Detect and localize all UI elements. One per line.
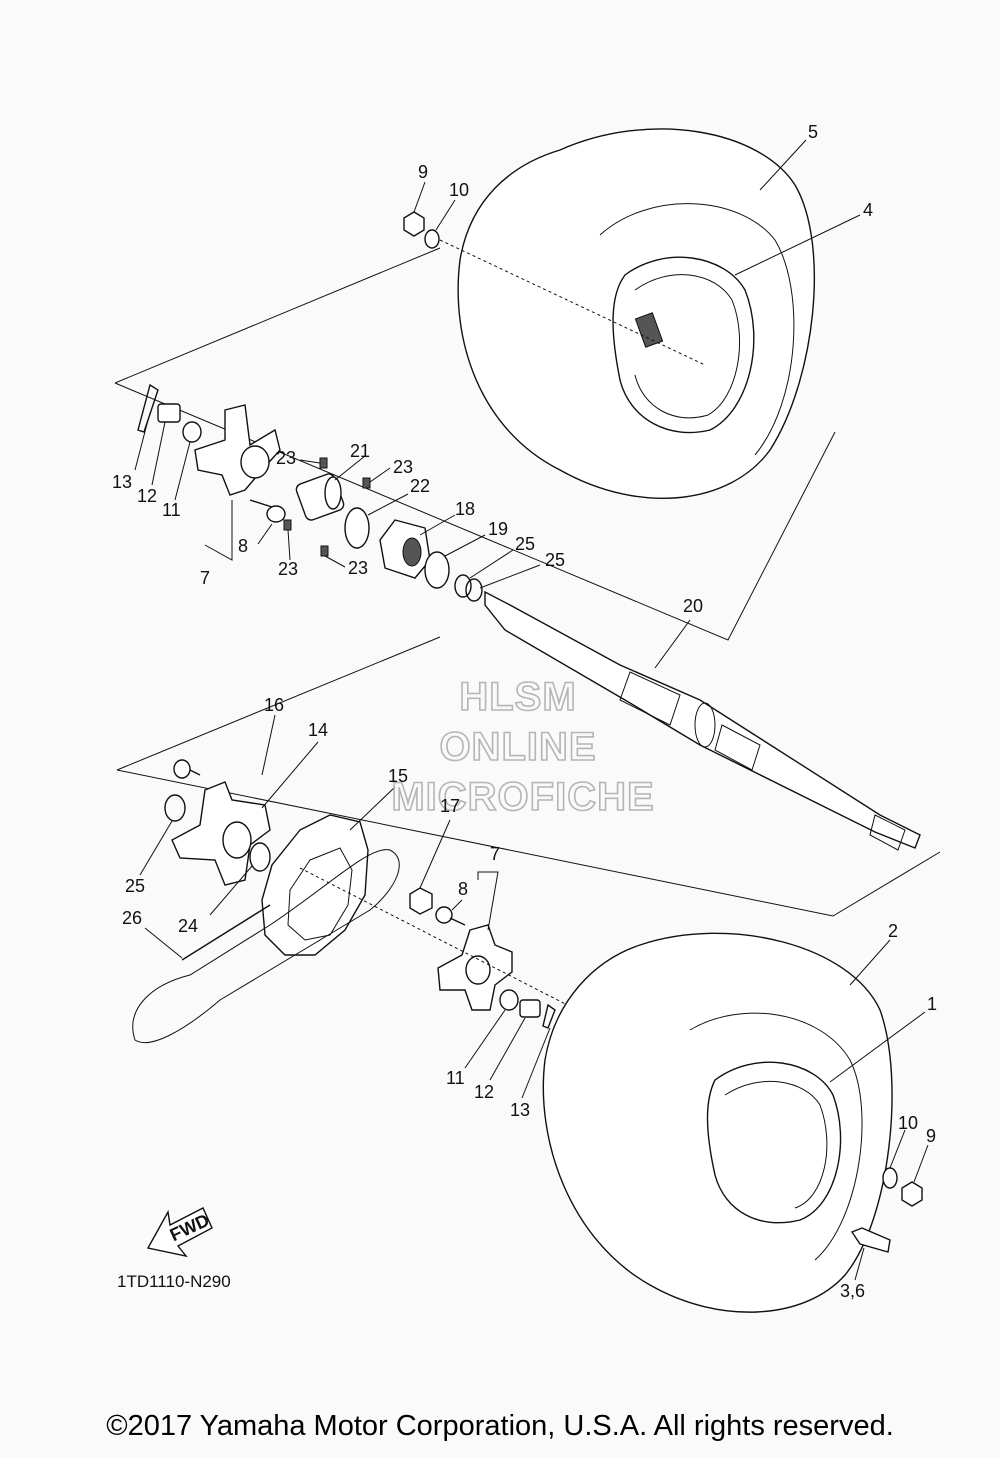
- part-label-5: 5: [808, 122, 818, 142]
- part-label-9: 9: [926, 1126, 936, 1146]
- fwd-arrow-icon: FWD: [146, 1207, 213, 1258]
- part-label-23: 23: [393, 457, 413, 477]
- upper-hub-assembly: [137, 383, 483, 602]
- part-label-7: 7: [490, 844, 500, 864]
- upper-wheel-washer: [424, 229, 440, 249]
- part-label-13: 13: [112, 472, 132, 492]
- part-label-2: 2: [888, 921, 898, 941]
- part-label-8: 8: [238, 536, 248, 556]
- part-label-16: 16: [264, 695, 284, 715]
- lower-frame-line: [116, 769, 941, 917]
- part-label-3-6: 3,6: [840, 1281, 865, 1301]
- part-label-25: 25: [545, 550, 565, 570]
- lower-wheel-nut: [901, 1181, 923, 1207]
- part-label-26: 26: [122, 908, 142, 928]
- part-label-22: 22: [410, 476, 430, 496]
- watermark-line-3: MICROFICHE: [391, 775, 654, 819]
- diagram-code: 1TD1110-N290: [117, 1272, 231, 1291]
- upper-frame-line: [114, 382, 836, 641]
- lower-tire: [542, 932, 893, 1313]
- part-label-20: 20: [683, 596, 703, 616]
- lower-wheel-washer: [882, 1167, 898, 1189]
- part-label-7: 7: [200, 568, 210, 588]
- part-label-23: 23: [348, 558, 368, 578]
- part-label-12: 12: [137, 486, 157, 506]
- part-label-19: 19: [488, 519, 508, 539]
- part-label-25: 25: [125, 876, 145, 896]
- part-label-25: 25: [515, 534, 535, 554]
- part-label-17: 17: [440, 796, 460, 816]
- part-label-10: 10: [449, 180, 469, 200]
- part-label-10: 10: [898, 1113, 918, 1133]
- part-label-1: 1: [927, 994, 937, 1014]
- rear-axle: [484, 590, 921, 851]
- part-label-9: 9: [418, 162, 428, 182]
- part-label-15: 15: [388, 766, 408, 786]
- lower-drive-assembly: [132, 759, 556, 1044]
- part-label-14: 14: [308, 720, 328, 740]
- leader-lines: [134, 139, 929, 1281]
- part-label-21: 21: [350, 441, 370, 461]
- part-labels: 5 4 9 10 13 12 11 8 7 23 21 23 22 18 19 …: [112, 122, 937, 1301]
- upper-wheel-nut: [403, 211, 425, 237]
- lower-frame-line: [116, 636, 441, 771]
- part-label-18: 18: [455, 499, 475, 519]
- part-label-24: 24: [178, 916, 198, 936]
- copyright-notice: ©2017 Yamaha Motor Corporation, U.S.A. A…: [106, 1410, 894, 1442]
- part-label-12: 12: [474, 1082, 494, 1102]
- watermark: HLSM ONLINE MICROFICHE: [391, 674, 655, 820]
- watermark-line-2: ONLINE: [439, 725, 596, 769]
- upper-frame-line: [114, 247, 441, 384]
- part-label-11: 11: [162, 500, 181, 520]
- part-label-23: 23: [278, 559, 298, 579]
- part-label-4: 4: [863, 200, 873, 220]
- part-label-13: 13: [510, 1100, 530, 1120]
- part-label-11: 11: [446, 1068, 465, 1088]
- part-label-8: 8: [458, 879, 468, 899]
- upper-tire: [457, 128, 815, 500]
- upper-axle-centerline: [439, 239, 706, 366]
- watermark-line-1: HLSM: [459, 675, 576, 719]
- part-label-23: 23: [276, 448, 296, 468]
